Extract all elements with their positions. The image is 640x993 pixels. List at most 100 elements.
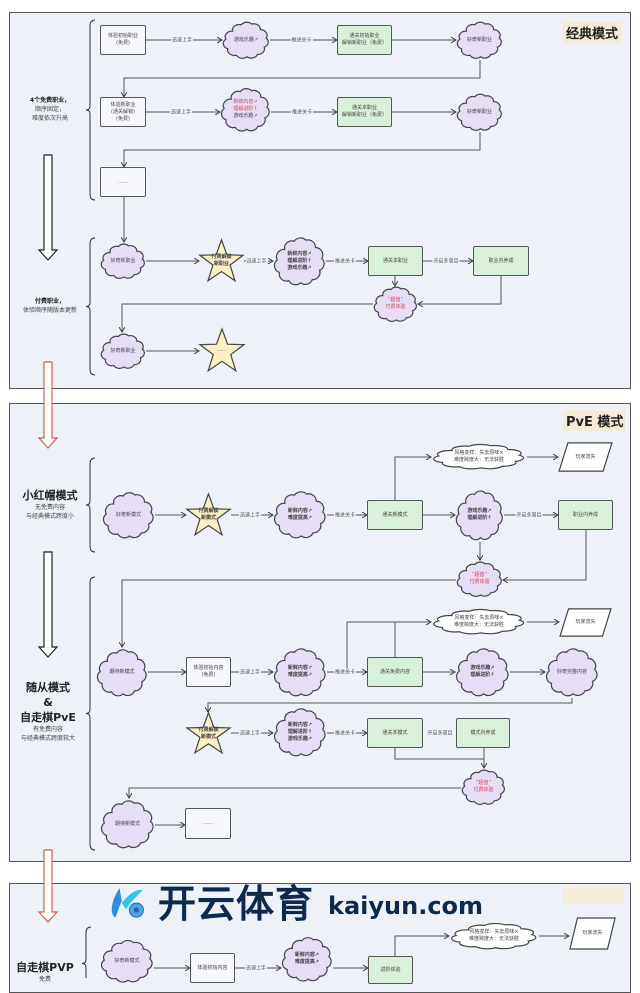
node-text-line: 新鲜内容↗ — [294, 952, 320, 958]
node-text: 玩家流失 — [569, 917, 616, 950]
cloud-shape-icon — [100, 242, 146, 280]
node-text-line: 通关初始职业 — [349, 33, 380, 39]
star-shape-icon — [199, 239, 244, 283]
node-text-line: 付费解锁 — [198, 508, 219, 514]
node-text: 体验初始职业(免费) — [101, 26, 145, 54]
cloud-shape-icon — [273, 706, 327, 758]
group-label-title: 自走棋PvE — [20, 711, 76, 724]
group-label-paid-jobs: 付费职业， 体验顺序随版本更新 — [23, 297, 77, 315]
feeling-cloud: 好奇新模式 — [102, 490, 155, 540]
cloud-shape-icon — [545, 646, 599, 698]
cloud-shape-icon — [96, 647, 148, 698]
milestone-box: 通关本模式 — [367, 718, 423, 748]
milestone-box: 通关免费内容 — [367, 657, 423, 687]
kaiyun-logo-icon — [111, 888, 144, 918]
node-text-line: 游戏乐趣↗ — [470, 665, 495, 671]
section-title-classic: 经典模式 — [563, 22, 622, 43]
group-label-line: 无免费内容 — [34, 504, 65, 511]
edge-label-quick: 迅速上手 — [238, 668, 262, 676]
feeling-cloud: 好奇新职业 — [100, 332, 146, 370]
node-text-line: 难度提高↗ — [287, 514, 313, 521]
node-text-line: 体验初始内容 — [197, 964, 228, 971]
group-label-line: 顺序固定， — [34, 106, 65, 113]
node-text-line: (免费) — [116, 115, 130, 122]
feeling-cloud: “超值”付费体验 — [373, 285, 418, 323]
node-text: 体验初始内容(免费) — [187, 658, 230, 686]
node-text-line: 游戏乐趣↗ — [467, 508, 492, 514]
player-loss-output: 玩家流失 — [558, 442, 613, 472]
node-text-line: 好奇新职业 — [466, 108, 492, 115]
node-text-line: 游戏乐趣↗ — [233, 113, 258, 119]
node-text-line: (免费) — [116, 40, 130, 46]
node-text-line: 通关新模式 — [382, 511, 408, 518]
node-text: 好奇完整内容 — [545, 646, 599, 698]
node-text-line: 付费解锁 — [211, 254, 232, 260]
node-text: 体验新职业(通关解锁)(免费) — [101, 98, 145, 126]
node-text: 进阶体验 — [369, 957, 412, 983]
node-text: 职业内养成 — [474, 247, 528, 275]
node-text-line: 风格变样：失去原味× — [454, 614, 504, 621]
milestone-box: 职业内养成 — [558, 500, 613, 530]
group-label-autochess-pvp: 自走棋PVP 免费 — [16, 960, 74, 984]
node-text-line: 好奇完整内容 — [556, 668, 587, 675]
node-text: 新鲜内容↗难度提高↗ — [281, 935, 333, 983]
node-text-line: 新模式 — [200, 733, 216, 740]
thought-shape-icon — [449, 922, 539, 950]
node-text-line: 新模式 — [200, 515, 216, 521]
node-text-line: 难度提高↗ — [294, 959, 320, 965]
panel-pve-mode — [9, 403, 631, 862]
node-text-line: 期待新模式 — [109, 669, 135, 675]
node-text-line: 好奇新模式 — [115, 511, 141, 518]
feeling-cloud: 游戏乐趣↗理解进阶↑ — [455, 646, 510, 698]
milestone-box: 模式内养成 — [456, 718, 510, 748]
node-text-line: 新鲜内容↗ — [233, 99, 258, 105]
node-text: 新鲜内容↗理解进阶↑游戏乐趣↗ — [220, 86, 271, 133]
node-text: 付费解锁新模式 — [186, 712, 231, 755]
cloud-shape-icon — [273, 235, 326, 287]
node-text: 好奇新模式 — [102, 490, 155, 540]
process-box: 体验新职业(通关解锁)(免费) — [100, 97, 146, 127]
node-text: 新鲜内容↗理解进阶↑游戏乐趣↗ — [273, 235, 326, 287]
risk-cloud: 风格变样：失去原味×难度跨度大：无法获胜 — [431, 608, 527, 635]
cloud-shape-icon — [456, 20, 503, 60]
star-shape-icon — [186, 493, 231, 537]
node-text-line: 付费解锁 — [198, 726, 219, 733]
process-box: …… — [100, 167, 146, 197]
node-text: 玩家流失 — [559, 608, 612, 637]
node-text-line: …… — [217, 347, 227, 353]
node-text: 通关本模式 — [368, 719, 422, 747]
node-text-line: 理解进阶↑ — [287, 257, 312, 264]
node-text: “超值”付费体验 — [373, 285, 418, 323]
para-shape-icon — [559, 608, 612, 637]
node-text: 新鲜内容↗难度提高↗ — [273, 646, 327, 698]
node-text-line: 进阶体验 — [380, 966, 401, 973]
feeling-cloud: “超值”付费体验 — [456, 560, 503, 598]
feeling-cloud: 好奇新职业 — [456, 20, 503, 60]
node-text: 通关初始职业解锁新职业（免费） — [338, 26, 391, 54]
node-text: 通关本职业解锁新职业（免费） — [338, 98, 391, 126]
para-shape-icon — [558, 442, 613, 472]
group-label-line: 体验顺序随版本更新 — [22, 307, 78, 314]
cloud-shape-icon — [456, 92, 503, 132]
node-text: 风格变样：失去原味×难度跨度大：无法获胜 — [449, 922, 539, 950]
feeling-cloud: 新鲜内容↗难度提高↗ — [281, 935, 333, 983]
node-text-line: “超值” — [471, 572, 488, 578]
node-text-line: 难度跨度大：无法获胜 — [453, 456, 504, 463]
edge-label-quick: 迅速上手 — [238, 511, 262, 519]
node-text: 付费解锁新职业 — [199, 239, 244, 283]
milestone-box: 通关新模式 — [367, 500, 423, 530]
feeling-cloud: 期待新模式 — [96, 647, 148, 698]
edge-label-advance: 推进关卡 — [333, 668, 357, 676]
node-text-line: 解锁新职业（免费） — [341, 40, 387, 46]
group-label-companion-autochess: 随从模式 & 自走棋PvE 有免费内容 与经典模式跨度较大 — [20, 680, 76, 743]
edge-label-advance: 推进关卡 — [333, 729, 357, 737]
feeling-cloud: 好奇新职业 — [456, 92, 503, 132]
cloud-shape-icon — [100, 798, 155, 850]
group-label-line: 4个免费职业， — [29, 97, 71, 104]
milestone-box: 通关初始职业解锁新职业（免费） — [337, 25, 392, 55]
node-text-line: “超值” — [475, 780, 492, 786]
risk-cloud: 风格变样：失去原味×难度跨度大：无法获胜 — [431, 443, 527, 470]
paid-unlock-star: 付费解锁新职业 — [199, 239, 244, 283]
cloud-shape-icon — [455, 646, 510, 698]
node-text: 玩家流失 — [558, 442, 613, 472]
